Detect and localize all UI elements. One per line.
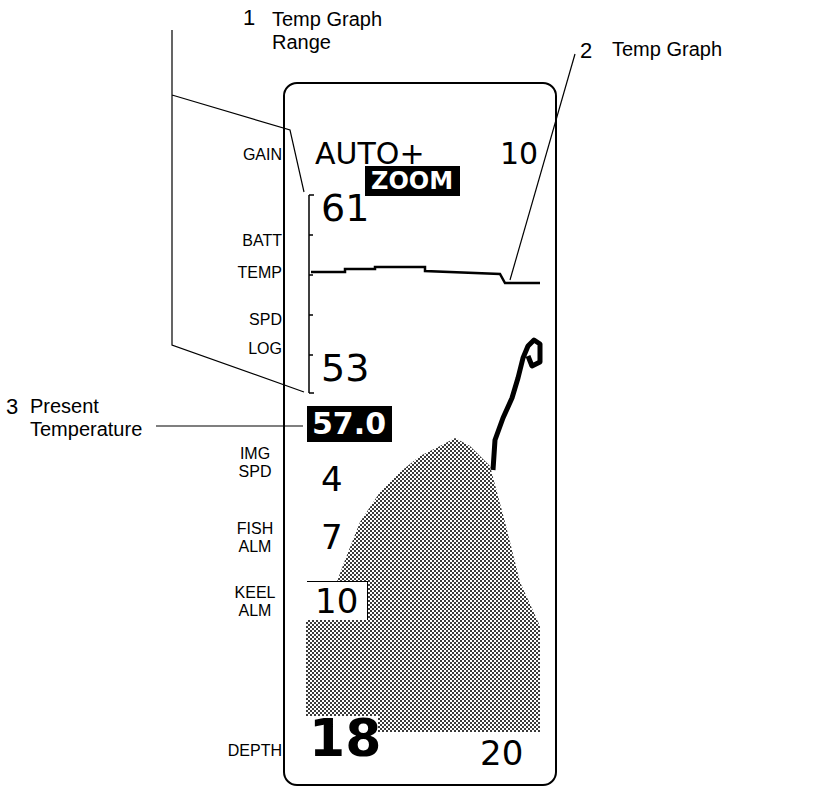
- key-label: LOG: [222, 340, 282, 358]
- inverse-box: 57.0: [307, 406, 392, 442]
- key-label: BATT: [222, 232, 282, 250]
- key-label: SPD: [222, 311, 282, 329]
- display-value: 18: [309, 712, 381, 764]
- callout-number: 1: [243, 5, 255, 30]
- display-value: 10: [315, 584, 359, 618]
- range-bracket: [309, 195, 314, 393]
- callout-label: Temp Graph Range: [272, 8, 397, 54]
- callout-label: Temp Graph: [612, 38, 722, 61]
- callout-number: 3: [6, 394, 18, 419]
- key-label: KEEL ALM: [230, 584, 280, 621]
- display-value: 7: [321, 520, 343, 554]
- inverse-box: ZOOM: [365, 166, 460, 196]
- display-value: AUTO+: [315, 139, 425, 169]
- display-value: 57.0: [312, 409, 387, 439]
- key-label: IMG SPD: [230, 445, 280, 482]
- fish-echo: [493, 340, 540, 470]
- bottom-echo: [306, 438, 540, 732]
- leader-line: [156, 425, 303, 426]
- callout-number: 2: [580, 38, 592, 63]
- key-label: TEMP: [222, 264, 282, 282]
- display-value: 53: [321, 349, 369, 387]
- display-value: 20: [480, 736, 523, 770]
- display-value: 4: [321, 462, 343, 496]
- value-box: 10: [307, 581, 368, 620]
- display-value: ZOOM: [371, 169, 454, 193]
- display-value: 10: [500, 139, 538, 169]
- key-label: DEPTH: [212, 742, 282, 760]
- temp-graph-line: [311, 267, 540, 283]
- display-value: 61: [321, 189, 369, 227]
- display-screen: AUTO+ 10 61 53 4 7 18 20 ZOOM 57.0 10: [283, 82, 557, 786]
- callout-label: Present Temperature: [30, 395, 155, 441]
- key-label: FISH ALM: [230, 520, 280, 557]
- key-label: GAIN: [222, 146, 282, 164]
